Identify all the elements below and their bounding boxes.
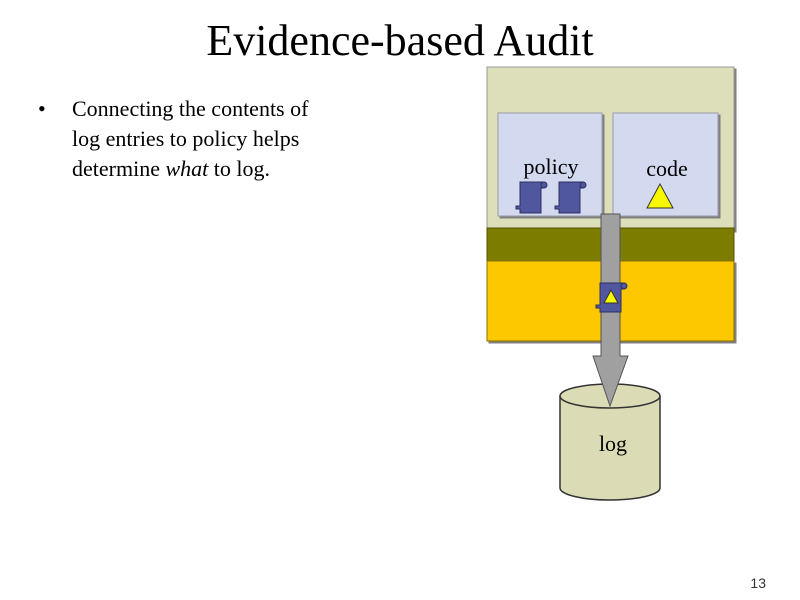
- code-label: code: [646, 156, 688, 181]
- bullet-line-3-start: determine: [72, 156, 166, 181]
- policy-scroll-icon: [515, 181, 548, 214]
- log-entry-icon: [595, 282, 628, 313]
- slide-title: Evidence-based Audit: [206, 16, 594, 65]
- page-number: 13: [750, 575, 766, 591]
- bullet-emphasis: what: [165, 156, 209, 181]
- bullet-line-2: log entries to policy helps: [72, 126, 300, 151]
- bullet-item: • Connecting the contents of log entries…: [38, 94, 378, 184]
- log-label: log: [599, 431, 627, 456]
- bullet-line-1: Connecting the contents of: [72, 96, 309, 121]
- bullet-dot: •: [38, 96, 46, 121]
- bullet-line-3: determine what to log.: [72, 154, 378, 184]
- bullet-list: • Connecting the contents of log entries…: [38, 94, 378, 184]
- bullet-line-3-end: to log.: [208, 156, 270, 181]
- policy-scroll-icon: [554, 181, 587, 214]
- policy-box: [497, 112, 603, 217]
- policy-label: policy: [524, 154, 579, 179]
- code-triangle-icon: [646, 182, 674, 209]
